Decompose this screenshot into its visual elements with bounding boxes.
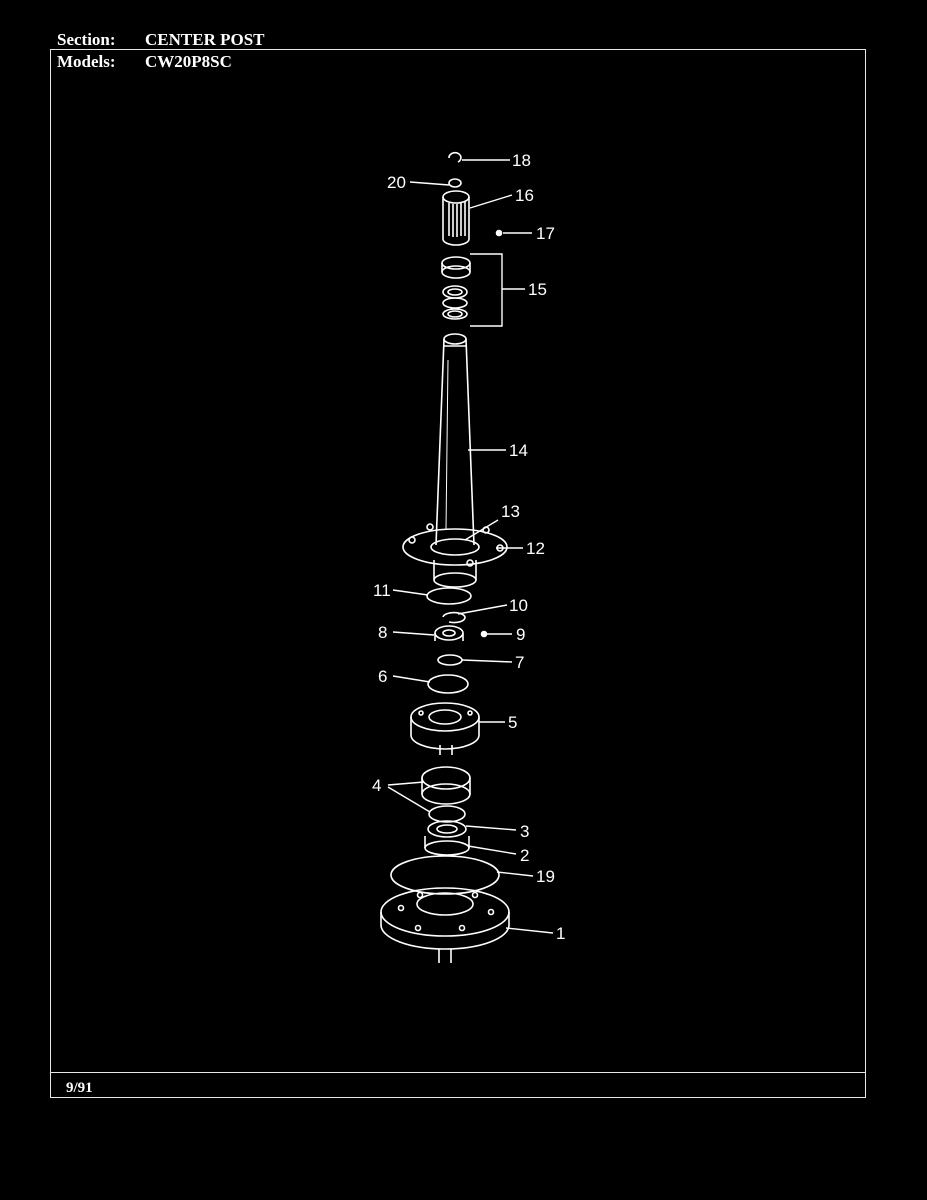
callout-8: 8 bbox=[378, 623, 387, 642]
revision-date: 9/91 bbox=[66, 1080, 93, 1096]
part-7-washer bbox=[437, 654, 463, 666]
part-17-screw bbox=[495, 229, 503, 237]
models-label: Models: bbox=[57, 52, 116, 71]
callout-18: 18 bbox=[512, 151, 531, 170]
page-frame bbox=[50, 49, 866, 1098]
callout-16: 16 bbox=[515, 186, 534, 205]
callout-2: 2 bbox=[520, 846, 529, 865]
callout-3: 3 bbox=[520, 822, 529, 841]
part-9-ball bbox=[480, 630, 488, 638]
part-18-clip bbox=[448, 151, 462, 163]
part-12-flange bbox=[402, 523, 508, 567]
callout-19: 19 bbox=[536, 867, 555, 886]
callout-9: 9 bbox=[516, 625, 525, 644]
callout-1: 1 bbox=[556, 924, 565, 943]
section-title: CENTER POST bbox=[145, 30, 265, 49]
part-15-seal-kit bbox=[441, 256, 471, 320]
part-2-bearing bbox=[424, 836, 470, 856]
callout-17: 17 bbox=[536, 224, 555, 243]
part-1-base bbox=[380, 887, 510, 963]
leader-lines bbox=[387, 159, 554, 934]
callout-7: 7 bbox=[515, 653, 524, 672]
part-5-housing bbox=[410, 702, 480, 755]
part-4-seals bbox=[421, 766, 471, 823]
part-11-o-ring bbox=[426, 587, 472, 605]
part-16-sleeve bbox=[442, 190, 470, 246]
callout-20: 20 bbox=[387, 173, 406, 192]
callout-5: 5 bbox=[508, 713, 517, 732]
part-10-snap-ring bbox=[442, 611, 466, 624]
part-6-gasket bbox=[427, 674, 469, 694]
callout-14: 14 bbox=[509, 441, 528, 460]
callout-13: 13 bbox=[501, 502, 520, 521]
models-value: CW20P8SC bbox=[145, 52, 232, 71]
part-19-large-o-ring bbox=[390, 855, 500, 895]
callout-4: 4 bbox=[372, 776, 381, 795]
part-3-ring bbox=[427, 820, 467, 838]
part-8-bushing bbox=[434, 625, 464, 641]
callout-6: 6 bbox=[378, 667, 387, 686]
footer-divider bbox=[50, 1072, 866, 1073]
part-14-center-post bbox=[435, 333, 475, 546]
callout-12: 12 bbox=[526, 539, 545, 558]
callout-10: 10 bbox=[509, 596, 528, 615]
callout-15: 15 bbox=[528, 280, 547, 299]
section-label: Section: bbox=[57, 30, 116, 49]
part-20-washer bbox=[448, 178, 462, 188]
part-13-bearing bbox=[433, 560, 477, 588]
callout-11: 11 bbox=[373, 581, 391, 600]
